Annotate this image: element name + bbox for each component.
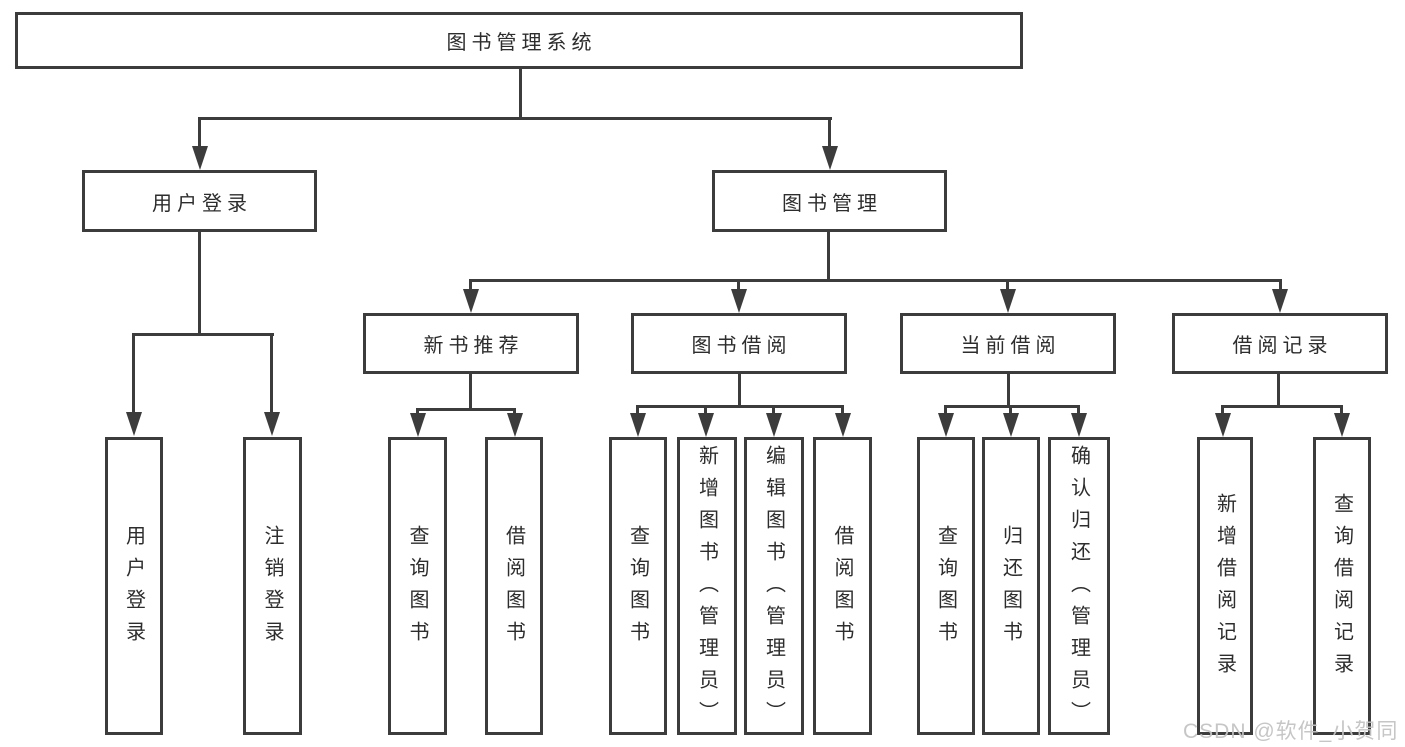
arrowhead-down bbox=[766, 413, 782, 437]
node-leaf-user-login: 用户登录 bbox=[105, 437, 163, 735]
node-current-borrowing-label: 当前借阅 bbox=[960, 335, 1061, 357]
node-book-management: 图书管理 bbox=[712, 170, 947, 232]
connector-record-bar bbox=[1221, 405, 1343, 408]
node-book-borrowing-label: 图书借阅 bbox=[691, 335, 792, 357]
node-leaf-logout: 注销登录 bbox=[243, 437, 302, 735]
node-leaf-confirm-return-admin-label: 确认归还（管理员） bbox=[1067, 445, 1090, 733]
node-leaf-rec-query-books: 查询图书 bbox=[388, 437, 447, 735]
node-borrow-records-label: 借阅记录 bbox=[1232, 335, 1333, 357]
arrowhead-down bbox=[463, 289, 479, 313]
connector-mgmt-trunk bbox=[827, 232, 830, 282]
node-leaf-return-books-label: 归还图书 bbox=[999, 525, 1022, 653]
arrowhead-down bbox=[698, 413, 714, 437]
arrowhead-down bbox=[507, 413, 523, 437]
connector-drop bbox=[469, 282, 472, 291]
node-leaf-return-books: 归还图书 bbox=[982, 437, 1040, 735]
arrowhead-down bbox=[1334, 413, 1350, 437]
node-current-borrowing: 当前借阅 bbox=[900, 313, 1116, 374]
node-user-login-label: 用户登录 bbox=[152, 192, 252, 215]
connector-drop bbox=[1077, 408, 1080, 415]
connector-current-trunk bbox=[1007, 374, 1010, 408]
connector-rec-trunk bbox=[469, 374, 472, 411]
connector-drop-login bbox=[198, 120, 201, 148]
node-borrow-records: 借阅记录 bbox=[1172, 313, 1388, 374]
connector-drop bbox=[772, 408, 775, 415]
connector-current-bar bbox=[944, 405, 1080, 408]
node-leaf-borrow-query-books-label: 查询图书 bbox=[626, 525, 649, 653]
connector-drop bbox=[1006, 282, 1009, 291]
arrowhead-down bbox=[835, 413, 851, 437]
connector-drop bbox=[944, 408, 947, 415]
connector-record-trunk bbox=[1277, 374, 1280, 408]
node-leaf-query-borrow-record-label: 查询借阅记录 bbox=[1330, 493, 1353, 685]
arrowhead-down bbox=[126, 412, 142, 436]
node-book-management-label: 图书管理 bbox=[782, 192, 882, 215]
node-leaf-current-query-books-label: 查询图书 bbox=[934, 525, 957, 653]
node-leaf-logout-label: 注销登录 bbox=[261, 525, 283, 653]
node-leaf-borrow-books: 借阅图书 bbox=[813, 437, 872, 735]
node-new-book-recommend-label: 新书推荐 bbox=[423, 335, 524, 357]
node-leaf-confirm-return-admin: 确认归还（管理员） bbox=[1048, 437, 1110, 735]
arrowhead-down bbox=[938, 413, 954, 437]
arrowhead-down bbox=[410, 413, 426, 437]
node-book-borrowing: 图书借阅 bbox=[631, 313, 847, 374]
connector-drop bbox=[704, 408, 707, 415]
node-leaf-borrow-books-label: 借阅图书 bbox=[831, 525, 853, 653]
arrowhead-down bbox=[630, 413, 646, 437]
node-leaf-edit-books-admin: 编辑图书（管理员） bbox=[744, 437, 804, 735]
connector-drop bbox=[270, 336, 273, 414]
connector-drop bbox=[737, 282, 740, 291]
node-library-system: 图书管理系统 bbox=[15, 12, 1023, 69]
csdn-watermark: CSDN @软件_小贺同学 bbox=[1183, 720, 1399, 743]
connector-drop bbox=[1279, 282, 1282, 291]
arrowhead-down bbox=[192, 146, 208, 170]
connector-drop bbox=[1340, 408, 1343, 415]
arrowhead-down bbox=[264, 412, 280, 436]
node-leaf-borrow-query-books: 查询图书 bbox=[609, 437, 667, 735]
connector-level3-bar bbox=[469, 279, 1282, 282]
node-leaf-add-books-admin-label: 新增图书（管理员） bbox=[695, 445, 718, 733]
node-leaf-add-books-admin: 新增图书（管理员） bbox=[677, 437, 737, 735]
connector-root-trunk bbox=[519, 68, 522, 120]
connector-drop-mgmt bbox=[828, 120, 831, 148]
node-leaf-rec-borrow-books: 借阅图书 bbox=[485, 437, 543, 735]
node-leaf-rec-query-books-label: 查询图书 bbox=[406, 525, 428, 653]
arrowhead-down bbox=[731, 289, 747, 313]
connector-drop bbox=[1009, 408, 1012, 415]
node-leaf-add-borrow-record: 新增借阅记录 bbox=[1197, 437, 1253, 735]
connector-borrow-bar bbox=[636, 405, 844, 408]
node-leaf-query-borrow-record: 查询借阅记录 bbox=[1313, 437, 1371, 735]
arrowhead-down bbox=[822, 146, 838, 170]
connector-borrow-trunk bbox=[738, 374, 741, 408]
connector-login-trunk bbox=[198, 232, 201, 336]
arrowhead-down bbox=[1272, 289, 1288, 313]
connector-drop bbox=[636, 408, 639, 415]
connector-drop bbox=[1221, 408, 1224, 415]
node-leaf-current-query-books: 查询图书 bbox=[917, 437, 975, 735]
node-leaf-edit-books-admin-label: 编辑图书（管理员） bbox=[762, 445, 785, 733]
node-leaf-rec-borrow-books-label: 借阅图书 bbox=[502, 525, 525, 653]
connector-level2-bar bbox=[198, 117, 832, 120]
arrowhead-down bbox=[1003, 413, 1019, 437]
node-leaf-add-borrow-record-label: 新增借阅记录 bbox=[1213, 493, 1236, 685]
arrowhead-down bbox=[1071, 413, 1087, 437]
node-user-login: 用户登录 bbox=[82, 170, 317, 232]
connector-drop bbox=[132, 336, 135, 414]
connector-login-bar bbox=[132, 333, 274, 336]
connector-rec-bar bbox=[416, 408, 516, 411]
connector-drop bbox=[841, 408, 844, 415]
node-leaf-user-login-label: 用户登录 bbox=[122, 525, 145, 653]
node-new-book-recommend: 新书推荐 bbox=[363, 313, 579, 374]
arrowhead-down bbox=[1215, 413, 1231, 437]
node-library-system-label: 图书管理系统 bbox=[446, 32, 597, 54]
arrowhead-down bbox=[1000, 289, 1016, 313]
